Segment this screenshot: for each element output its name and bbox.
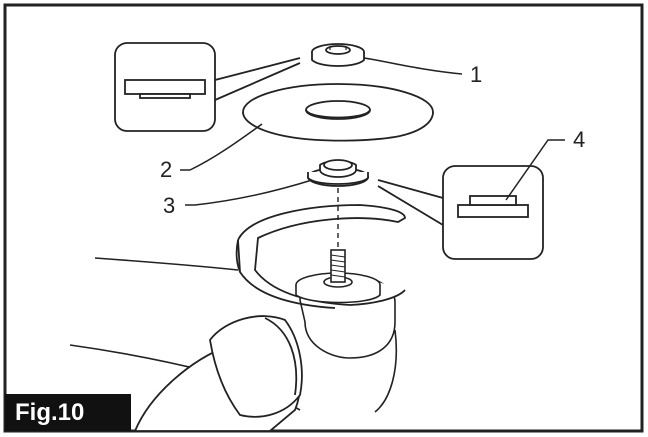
inner-flange <box>307 159 369 187</box>
figure-label: Fig.10 <box>5 394 131 431</box>
callout-1: 1 <box>470 62 482 87</box>
lock-nut <box>311 43 365 67</box>
inset-lock-nut-profile <box>114 42 301 132</box>
callout-leaders <box>180 57 565 206</box>
grinding-wheel <box>242 83 434 142</box>
spindle <box>295 249 381 304</box>
callout-4: 4 <box>573 127 585 152</box>
callout-2: 2 <box>160 157 172 182</box>
callout-3: 3 <box>163 193 175 218</box>
side-handle <box>133 315 303 432</box>
inset-inner-flange-profile <box>377 165 544 260</box>
